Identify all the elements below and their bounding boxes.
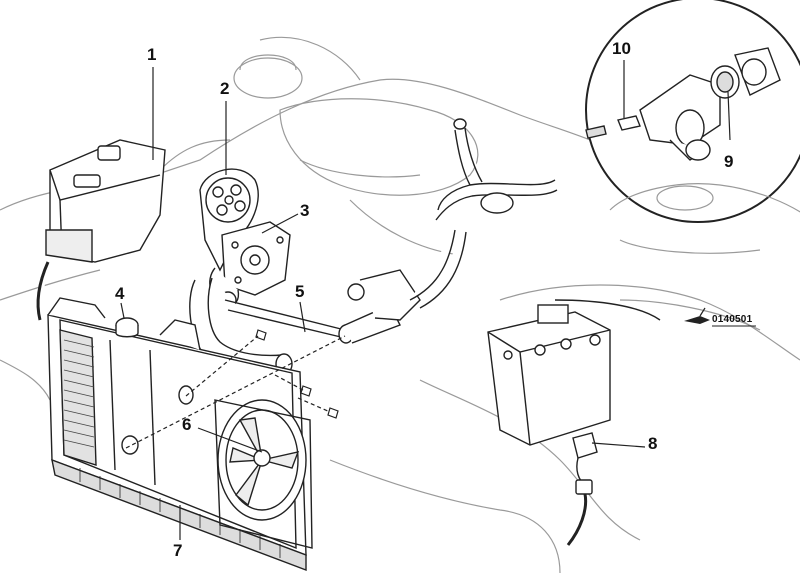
expansion-tank [36,139,166,321]
callout-1: 1 [147,45,157,64]
assembly-lines [125,335,346,449]
callout-5: 5 [295,282,305,301]
figure-code: 0140501 [712,314,753,325]
thermostat-inset [585,0,800,254]
callout-3: 3 [300,201,310,220]
battery [487,299,661,446]
callout-7: 7 [173,541,183,560]
engine-bay-background [0,36,800,573]
fan-relay [566,432,598,546]
callout-8: 8 [648,434,658,453]
timing-belt-pulley [199,168,259,272]
callout-9: 9 [724,152,734,171]
callout-4: 4 [115,284,125,303]
fastener-bolts [255,329,339,419]
radiator-cap [115,317,139,338]
callout-2: 2 [220,79,230,98]
cooling-fan [214,399,313,549]
coolant-pipe [224,118,558,344]
callout-10: 10 [612,39,631,58]
leader-lines [120,60,731,540]
callout-6: 6 [182,415,192,434]
figure-code-marker [684,307,756,327]
